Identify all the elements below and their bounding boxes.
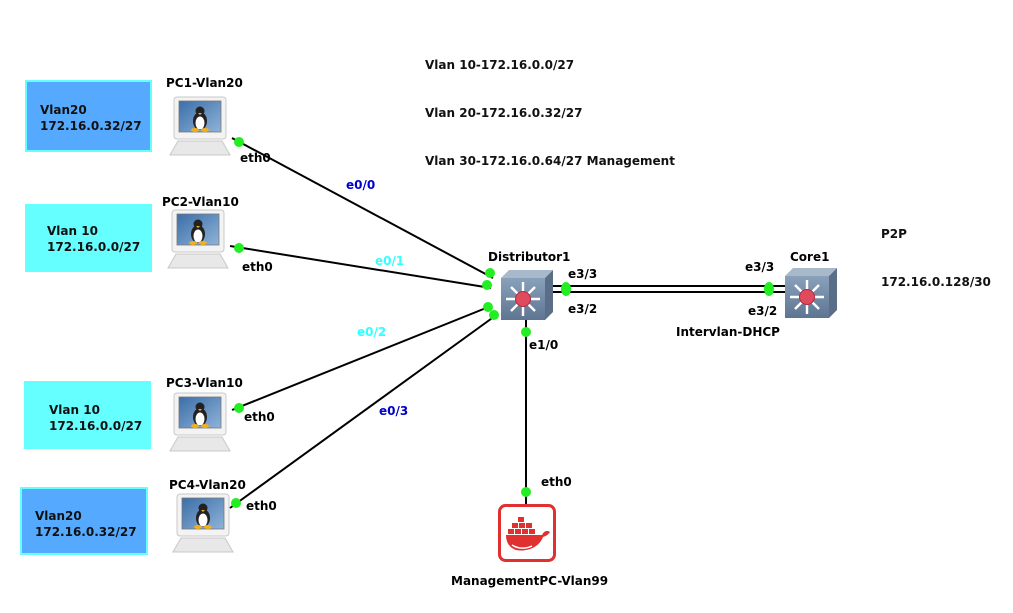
link-dot	[521, 327, 531, 337]
docker-icon[interactable]	[498, 504, 556, 562]
vlan-box-subnet: 172.16.0.32/27	[35, 525, 137, 539]
vlan-box-name: Vlan20	[40, 103, 87, 117]
vlan-box-subnet: 172.16.0.32/27	[40, 119, 142, 133]
link-pc2-distributor[interactable]	[229, 245, 492, 289]
vlan-summary-line: Vlan 30-172.16.0.64/27 Management	[425, 154, 675, 168]
vlan-summary-line: Vlan 20-172.16.0.32/27	[425, 106, 583, 120]
vlan-box[interactable]: Vlan 10 172.16.0.0/27	[25, 204, 152, 272]
vlan-box[interactable]: Vlan 10 172.16.0.0/27	[24, 381, 151, 449]
link-dot	[234, 243, 244, 253]
pc3-eth0-label: eth0	[244, 410, 275, 424]
pc2-eth0-label: eth0	[242, 260, 273, 274]
distributor1-label: Distributor1	[488, 250, 571, 264]
vlan-box[interactable]: Vlan20 172.16.0.32/27	[25, 80, 152, 152]
core-e3-2-label: e3/2	[748, 304, 778, 318]
distributor-e3-3-label: e3/3	[568, 267, 598, 281]
port-e0-2-label: e0/2	[357, 325, 387, 339]
link-dot	[489, 310, 499, 320]
pc4-linux-pc-icon[interactable]	[172, 493, 234, 553]
link-dot	[482, 280, 492, 290]
core1-label: Core1	[790, 250, 830, 264]
core-e3-3-label: e3/3	[745, 260, 775, 274]
link-pc4-distributor[interactable]	[229, 315, 496, 509]
pc3-linux-pc-icon[interactable]	[169, 392, 231, 452]
vlan-summary-note: Vlan 10-172.16.0.0/27 Vlan 20-172.16.0.3…	[425, 25, 675, 185]
link-dot	[561, 282, 571, 296]
pc2-linux-pc-icon[interactable]	[167, 209, 229, 269]
mgmt-pc-label: ManagementPC-Vlan99	[451, 574, 609, 588]
pc1-linux-pc-icon[interactable]	[169, 96, 231, 156]
link-status-dots	[231, 137, 774, 508]
vlan-box-subnet: 172.16.0.0/27	[47, 240, 141, 254]
vlan-box[interactable]: Vlan20 172.16.0.32/27	[20, 487, 148, 555]
port-e0-1-label: e0/1	[375, 254, 405, 268]
vlan-summary-line: Vlan 10-172.16.0.0/27	[425, 58, 575, 72]
p2p-subnet: 172.16.0.128/30	[881, 275, 991, 289]
link-dot	[764, 282, 774, 296]
link-dot	[234, 403, 244, 413]
vlan-box-name: Vlan 10	[47, 224, 98, 238]
distributor-e3-2-label: e3/2	[568, 302, 598, 316]
port-e0-3-label: e0/3	[379, 404, 409, 418]
p2p-title: P2P	[881, 227, 907, 241]
link-dot	[521, 487, 531, 497]
intervlan-note: Intervlan-DHCP	[676, 325, 780, 339]
link-pc1-distributor[interactable]	[231, 137, 494, 279]
links	[229, 137, 785, 509]
core1-switch-icon[interactable]	[783, 266, 839, 320]
vlan-box-name: Vlan20	[35, 509, 82, 523]
p2p-note: P2P 172.16.0.128/30	[881, 194, 991, 306]
vlan-box-subnet: 172.16.0.0/27	[49, 419, 143, 433]
pc3-label: PC3-Vlan10	[166, 376, 243, 390]
link-dot	[485, 268, 495, 278]
distributor1-switch-icon[interactable]	[499, 268, 555, 322]
port-e0-0-label: e0/0	[346, 178, 376, 192]
pc4-eth0-label: eth0	[246, 499, 277, 513]
mgmt-eth0-label: eth0	[541, 475, 572, 489]
pc4-label: PC4-Vlan20	[169, 478, 246, 492]
link-dot	[234, 137, 244, 147]
link-pc3-distributor[interactable]	[231, 305, 492, 411]
port-e1-0-label: e1/0	[529, 338, 559, 352]
pc2-label: PC2-Vlan10	[162, 195, 239, 209]
pc1-label: PC1-Vlan20	[166, 76, 243, 90]
link-dot	[483, 302, 493, 312]
pc1-eth0-label: eth0	[240, 151, 271, 165]
vlan-box-name: Vlan 10	[49, 403, 100, 417]
link-dot	[231, 498, 241, 508]
